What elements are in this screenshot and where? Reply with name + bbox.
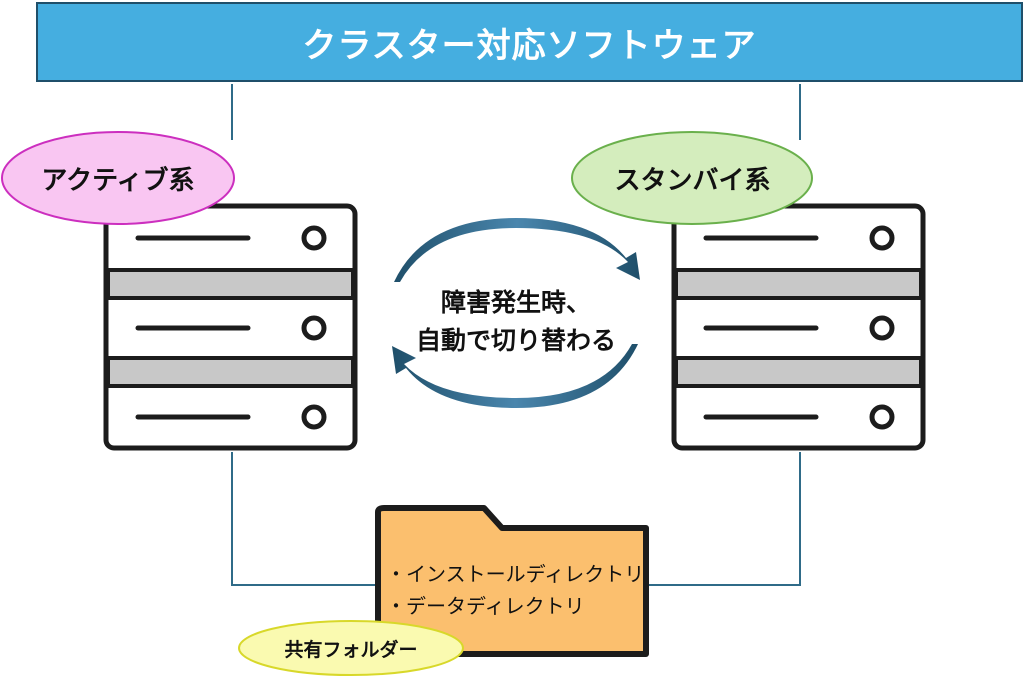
standby-server xyxy=(671,203,926,451)
standby-system-label: スタンバイ系 xyxy=(614,165,771,196)
shared-folder-label: 共有フォルダー xyxy=(284,638,418,661)
failover-line-1: 障害発生時、 xyxy=(440,288,591,317)
connector-lines xyxy=(231,84,801,586)
active-system-label: アクティブ系 xyxy=(41,165,195,196)
active-bubble xyxy=(1,131,235,225)
shared-folder-bubble xyxy=(238,620,464,676)
folder-item-data-dir: ・データディレクトリ xyxy=(386,594,585,618)
standby-bubble xyxy=(571,131,813,225)
failover-arrows xyxy=(392,218,640,408)
active-server xyxy=(103,203,358,451)
banner-title: クラスター対応ソフトウェア xyxy=(302,25,757,66)
shared-folder-contents: ・インストールディレクトリ ・データディレクトリ xyxy=(386,558,644,622)
cluster-software-banner: クラスター対応ソフトウェア xyxy=(36,2,1023,82)
shared-folder-icon xyxy=(375,505,649,657)
folder-item-install-dir: ・インストールディレクトリ xyxy=(386,562,645,586)
failover-caption: 障害発生時、 自動で切り替わる xyxy=(400,284,632,360)
failover-line-2: 自動で切り替わる xyxy=(415,326,616,355)
